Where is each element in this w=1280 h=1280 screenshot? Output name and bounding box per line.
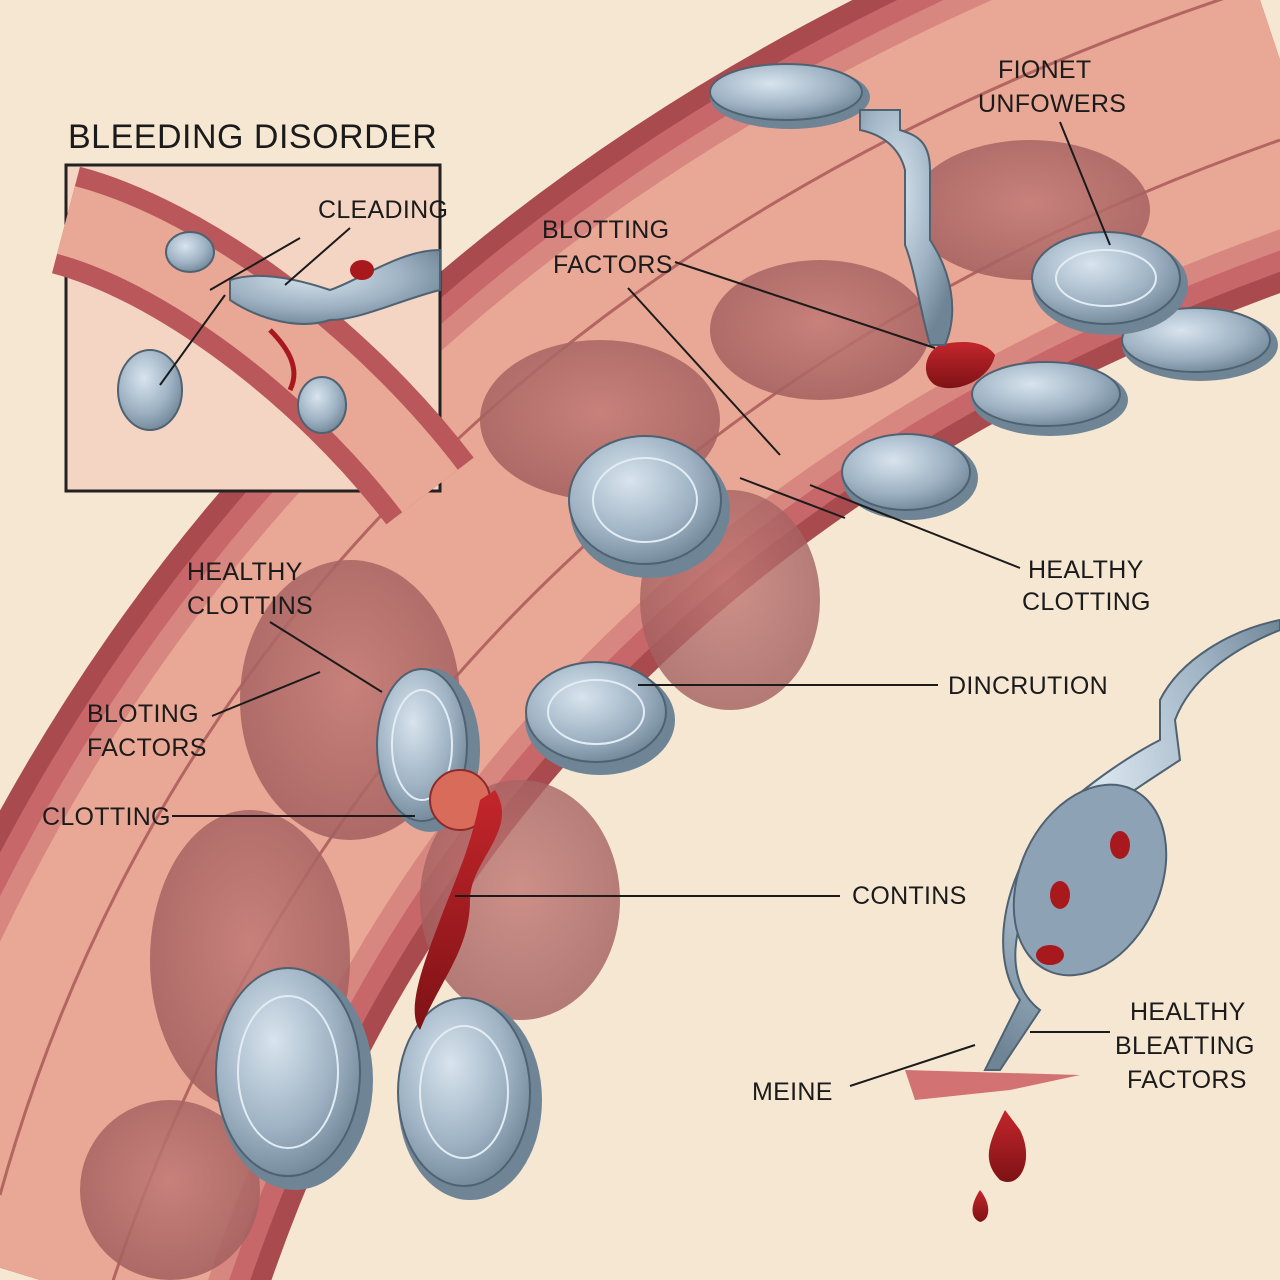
label-healthy-bleatting-line3: FACTORS (1127, 1066, 1247, 1094)
leader-line (627, 287, 781, 456)
leader-line (739, 477, 846, 519)
leader-line (269, 621, 383, 693)
label-dincrution: DINCRUTION (948, 672, 1108, 700)
leader-line (209, 237, 301, 291)
label-healthy-clottins-line2: CLOTTINS (187, 592, 313, 620)
leader-line (1059, 121, 1111, 246)
label-meine: MEINE (752, 1078, 833, 1106)
label-healthy-clottins: HEALTHY (187, 558, 303, 586)
label-clotting: CLOTTING (42, 803, 171, 831)
label-contins: CONTINS (852, 882, 967, 910)
label-healthy-clotting-right-line2: CLOTTING (1022, 588, 1151, 616)
platelet (568, 435, 730, 578)
leader-line (159, 294, 226, 386)
top-probe-device (709, 63, 954, 346)
label-healthy-bleatting: HEALTHY (1130, 998, 1246, 1026)
platelet (1031, 231, 1188, 335)
leader-line (211, 671, 321, 717)
platelet (397, 997, 542, 1200)
label-fionet: FIONET (998, 56, 1091, 84)
main-title: BLEEDING DISORDER (68, 118, 437, 156)
bottom-needle-device (905, 618, 1280, 1222)
label-healthy-bleatting-line2: BLEATTING (1115, 1032, 1255, 1060)
platelet (1121, 307, 1278, 381)
label-cleading: CLEADING (318, 196, 448, 224)
inset-panel (50, 163, 474, 525)
label-blotting-factors-top: BLOTTING (542, 216, 669, 244)
leader-line (284, 227, 351, 286)
leader-line (809, 484, 1021, 569)
label-bloting-factors-left-line2: FACTORS (87, 734, 207, 762)
label-fionet-line2: UNFOWERS (978, 90, 1126, 118)
platelet (215, 967, 373, 1190)
label-bloting-factors-left: BLOTING (87, 700, 199, 728)
platelet (841, 433, 978, 520)
leader-line (849, 1044, 976, 1087)
platelet (971, 361, 1128, 436)
platelet (525, 661, 675, 775)
platelets (215, 231, 1278, 1200)
blood-clot (414, 342, 995, 1030)
label-blotting-factors-top-line2: FACTORS (553, 251, 673, 279)
leader-line (674, 261, 936, 349)
label-healthy-clotting-right: HEALTHY (1028, 556, 1144, 584)
